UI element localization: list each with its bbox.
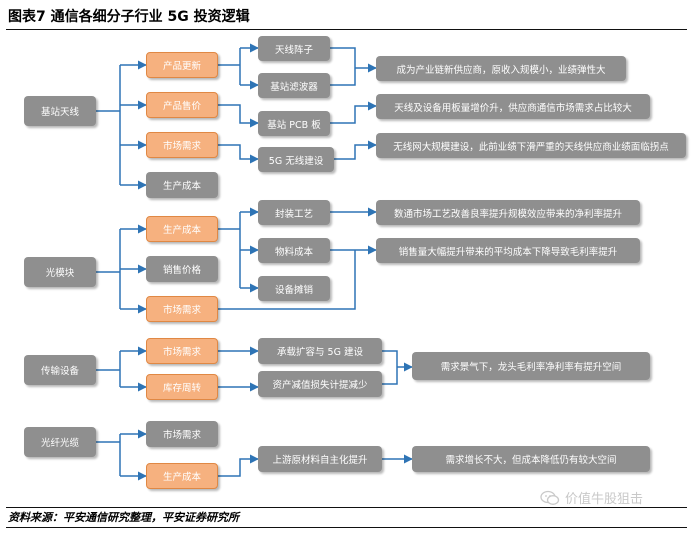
source-note: 资料来源：平安通信研究整理，平安证券研究所	[8, 511, 239, 524]
factor-market-demand-1: 市场需求	[146, 132, 218, 158]
factor-sales-price: 销售价格	[146, 256, 218, 282]
edge-5g-r3	[330, 140, 377, 160]
result-cost-reduction-room: 需求增长不大，但成本降低仍有较大空间	[412, 446, 650, 472]
edge-jizhan-factors	[96, 65, 121, 185]
edge-sccb3-sycl	[218, 454, 259, 477]
edge-gxgl-factors	[96, 434, 121, 476]
edge-csb-drivers-r6	[382, 350, 412, 385]
title-rule	[6, 29, 687, 30]
driver-base-station-pcb: 基站 PCB 板	[258, 111, 330, 136]
driver-equipment-amortization: 设备摊销	[258, 276, 330, 301]
node-base-station-antenna: 基站天线	[24, 96, 96, 126]
driver-packaging-process: 封装工艺	[258, 200, 330, 225]
driver-base-station-filter: 基站滤波器	[258, 73, 330, 98]
footer-rule-bottom	[6, 527, 687, 528]
edge-sccb2-drivers	[218, 212, 241, 288]
edge-gmk-factors	[96, 229, 121, 309]
result-gross-margin-up: 销售量大幅提升带来的平均成本下降导致毛利率提升	[376, 238, 640, 263]
factor-product-price: 产品售价	[146, 92, 218, 118]
figure-title: 图表7 通信各细分子行业 5G 投资逻辑	[8, 9, 250, 25]
driver-impairment-reduction: 资产减值损失计提减少	[258, 371, 382, 397]
edge-drivers-r1	[330, 47, 376, 86]
result-antenna-turning-point: 无线网大规模建设，此前业绩下滑严重的天线供应商业绩面临拐点	[376, 133, 686, 158]
edge-csb-factors	[96, 351, 121, 387]
watermark: 价值牛股狙击	[540, 488, 643, 507]
watermark-text: 价值牛股狙击	[565, 492, 644, 507]
driver-material-cost: 物料成本	[258, 238, 330, 263]
factor-production-cost-1: 生产成本	[146, 172, 218, 198]
node-optical-module: 光模块	[24, 257, 96, 287]
footer-rule	[6, 507, 687, 508]
result-yield-net-margin: 数通市场工艺改善良率提升规模效应带来的净利率提升	[376, 200, 640, 225]
edge-scxq1-5g	[218, 144, 259, 164]
wechat-icon	[540, 490, 560, 505]
factor-market-demand-3: 市场需求	[146, 338, 218, 364]
factor-production-cost-3: 生产成本	[146, 463, 218, 489]
node-transmission-equipment: 传输设备	[24, 355, 96, 385]
edge-cpsj-pcb	[218, 104, 259, 128]
driver-antenna-element: 天线阵子	[258, 36, 330, 61]
result-pcb-volume-price: 天线及设备用板量增价升，供应商通信市场需求占比较大	[376, 94, 650, 119]
driver-5g-wireless-build: 5G 无线建设	[258, 147, 334, 172]
edge-pcb-r2	[330, 101, 377, 124]
driver-upstream-materials: 上游原材料自主化提升	[258, 446, 382, 472]
factor-market-demand-2: 市场需求	[146, 296, 218, 322]
factor-product-update: 产品更新	[146, 52, 218, 78]
edge-scxq2-r5	[218, 250, 356, 310]
factor-production-cost-2: 生产成本	[146, 216, 218, 242]
edge-cpgx-drivers	[218, 48, 241, 85]
factor-inventory-turnover: 库存周转	[146, 374, 218, 400]
factor-market-demand-4: 市场需求	[146, 421, 218, 447]
result-new-supplier: 成为产业链新供应商，原收入规模小，业绩弹性大	[376, 56, 626, 81]
result-leader-margin-room: 需求景气下，龙头毛利率净利率有提升空间	[412, 352, 650, 380]
driver-capacity-expansion-5g: 承载扩容与 5G 建设	[258, 338, 382, 364]
node-optical-fiber-cable: 光纤光缆	[24, 427, 96, 457]
